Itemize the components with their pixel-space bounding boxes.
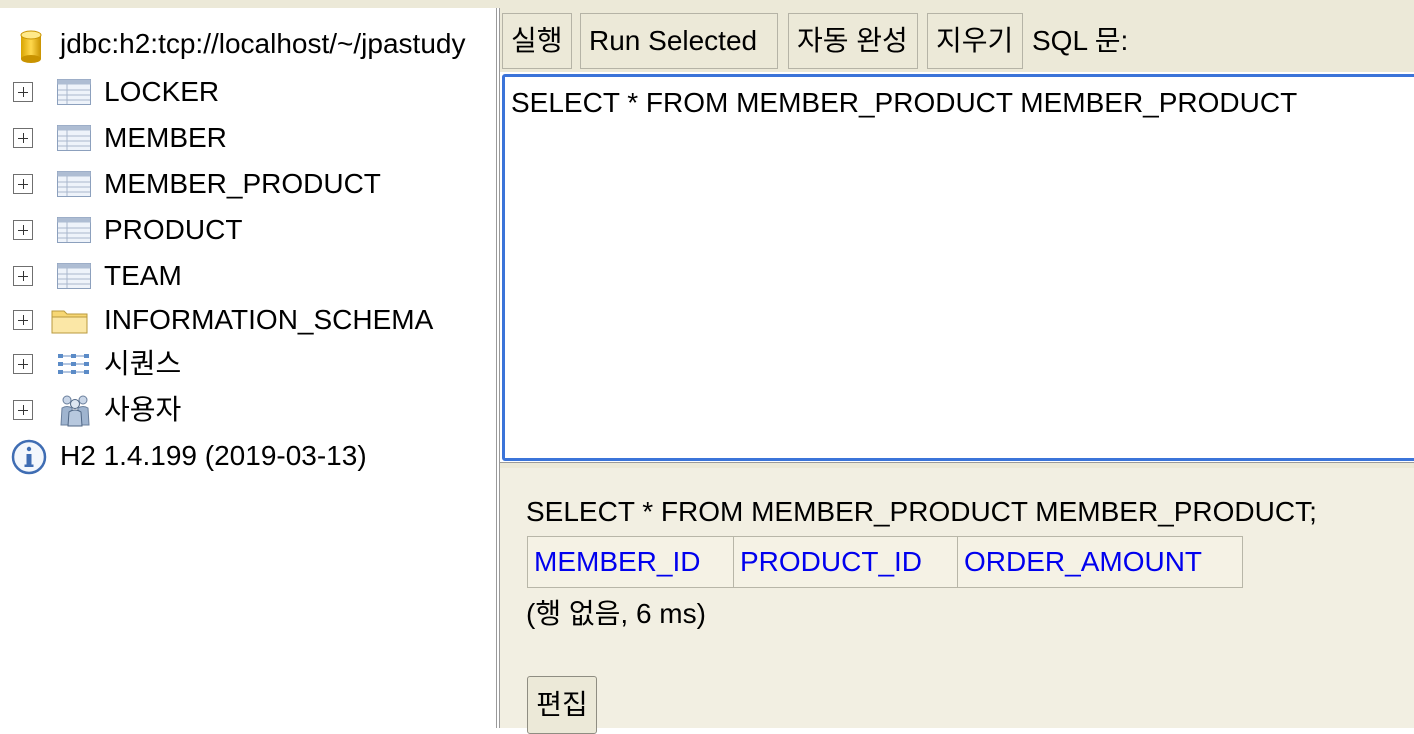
expand-plus-icon[interactable] xyxy=(13,400,33,420)
expand-plus-icon[interactable] xyxy=(13,128,33,148)
expand-plus-icon[interactable] xyxy=(13,174,33,194)
table-icon xyxy=(57,125,91,151)
window-top-strip xyxy=(0,0,1414,8)
table-icon xyxy=(57,263,91,289)
users-label: 사용자 xyxy=(104,394,182,425)
edit-button[interactable]: 편집 xyxy=(527,676,597,734)
database-cylinder-icon xyxy=(20,30,42,63)
version-label: H2 1.4.199 (2019-03-13) xyxy=(60,440,367,471)
connection-url: jdbc:h2:tcp://localhost/~/jpastudy xyxy=(60,28,466,59)
result-panel: SELECT * FROM MEMBER_PRODUCT MEMBER_PROD… xyxy=(500,468,1414,734)
object-tree-panel: jdbc:h2:tcp://localhost/~/jpastudy LOCKE… xyxy=(0,8,496,728)
result-table: MEMBER_ID PRODUCT_ID ORDER_AMOUNT xyxy=(527,536,1243,588)
result-status: (행 없음, 6 ms) xyxy=(526,598,706,629)
column-header-member-id[interactable]: MEMBER_ID xyxy=(528,537,734,587)
schema-name: INFORMATION_SCHEMA xyxy=(104,304,434,335)
users-icon xyxy=(60,395,90,427)
result-divider[interactable] xyxy=(500,462,1414,468)
run-selected-button[interactable]: Run Selected xyxy=(580,13,778,69)
sql-query-text: SELECT * FROM MEMBER_PRODUCT MEMBER_PROD… xyxy=(511,87,1298,118)
expand-plus-icon[interactable] xyxy=(13,354,33,374)
column-header-order-amount[interactable]: ORDER_AMOUNT xyxy=(964,546,1203,577)
table-name: MEMBER xyxy=(104,122,227,153)
table-name: PRODUCT xyxy=(104,214,243,245)
table-name: MEMBER_PRODUCT xyxy=(104,168,381,199)
sql-editor[interactable]: SELECT * FROM MEMBER_PRODUCT MEMBER_PROD… xyxy=(502,74,1414,461)
panel-splitter[interactable] xyxy=(496,8,500,728)
run-button[interactable]: 실행 xyxy=(502,13,572,69)
table-icon xyxy=(57,217,91,243)
auto-complete-button[interactable]: 자동 완성 xyxy=(788,13,918,69)
info-icon xyxy=(11,439,47,475)
column-header-product-id[interactable]: PRODUCT_ID xyxy=(734,537,958,587)
expand-plus-icon[interactable] xyxy=(13,310,33,330)
clear-button[interactable]: 지우기 xyxy=(927,13,1023,69)
table-name: TEAM xyxy=(104,260,182,291)
expand-plus-icon[interactable] xyxy=(13,82,33,102)
folder-icon xyxy=(51,310,88,334)
sequences-label: 시퀀스 xyxy=(104,348,182,379)
table-icon xyxy=(57,79,91,105)
executed-sql: SELECT * FROM MEMBER_PRODUCT MEMBER_PROD… xyxy=(526,496,1317,527)
expand-plus-icon[interactable] xyxy=(13,266,33,286)
sequence-icon xyxy=(58,354,89,374)
table-name: LOCKER xyxy=(104,76,220,107)
sql-statement-label: SQL 문: xyxy=(1032,25,1129,56)
table-icon xyxy=(57,171,91,197)
expand-plus-icon[interactable] xyxy=(13,220,33,240)
sql-toolbar: 실행 Run Selected 자동 완성 지우기 SQL 문: xyxy=(500,8,1414,72)
